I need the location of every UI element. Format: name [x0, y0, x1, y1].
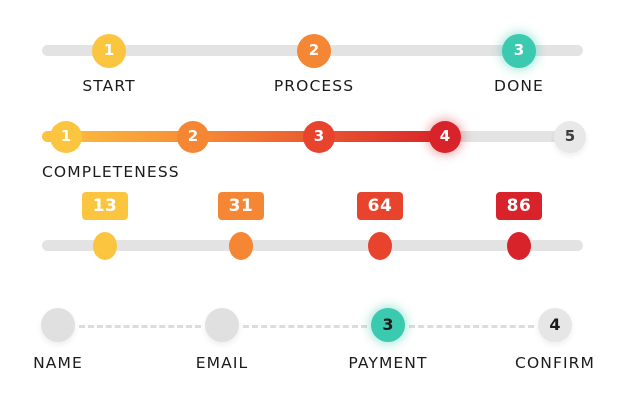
completeness-node-4[interactable]: 4 [429, 120, 461, 153]
step-number: 4 [439, 127, 451, 145]
step-label-2: PROCESS [273, 77, 355, 95]
checkout-node-1[interactable] [41, 308, 75, 342]
completeness-fill [42, 131, 445, 142]
step-number: 1 [103, 41, 115, 59]
checkout-label-1: NAME [33, 354, 83, 372]
step-connector-1 [79, 325, 201, 328]
checkout-node-2[interactable] [205, 308, 239, 342]
step-number: 4 [549, 315, 561, 334]
slider-handle-64[interactable] [368, 231, 392, 260]
slider-handle-86[interactable] [507, 231, 531, 260]
step-number: 1 [60, 127, 72, 145]
step-connector-3 [409, 325, 534, 328]
completeness-node-5[interactable]: 5 [554, 120, 586, 153]
value-badge-31[interactable]: 31 [218, 192, 264, 220]
step-number: 2 [187, 127, 199, 145]
value-badge-86[interactable]: 86 [496, 192, 542, 220]
checkout-label-3: PAYMENT [348, 354, 428, 372]
checkout-label-4: CONFIRM [515, 354, 595, 372]
checkout-label-2: EMAIL [195, 354, 249, 372]
step-number: 3 [382, 315, 394, 334]
step-node-3[interactable]: 3 [502, 33, 536, 68]
completeness-node-3[interactable]: 3 [303, 120, 335, 153]
step-number: 3 [513, 41, 525, 59]
checkout-node-3[interactable]: 3 [371, 308, 405, 342]
step-label-1: START [82, 77, 136, 95]
value-badge-13[interactable]: 13 [82, 192, 128, 220]
completeness-title: COMPLETENESS [42, 163, 180, 181]
checkout-node-4[interactable]: 4 [538, 308, 572, 342]
completeness-node-1[interactable]: 1 [50, 120, 82, 153]
step-number: 2 [308, 41, 320, 59]
value-slider-track [42, 240, 583, 251]
step-label-3: DONE [494, 77, 544, 95]
step-node-1[interactable]: 1 [92, 33, 126, 68]
step-number: 3 [313, 127, 325, 145]
completeness-node-2[interactable]: 2 [177, 120, 209, 153]
step-node-2[interactable]: 2 [297, 33, 331, 68]
slider-handle-13[interactable] [93, 231, 117, 260]
value-badge-64[interactable]: 64 [357, 192, 403, 220]
slider-handle-31[interactable] [229, 231, 253, 260]
step-number: 5 [564, 127, 576, 145]
step-connector-2 [243, 325, 367, 328]
